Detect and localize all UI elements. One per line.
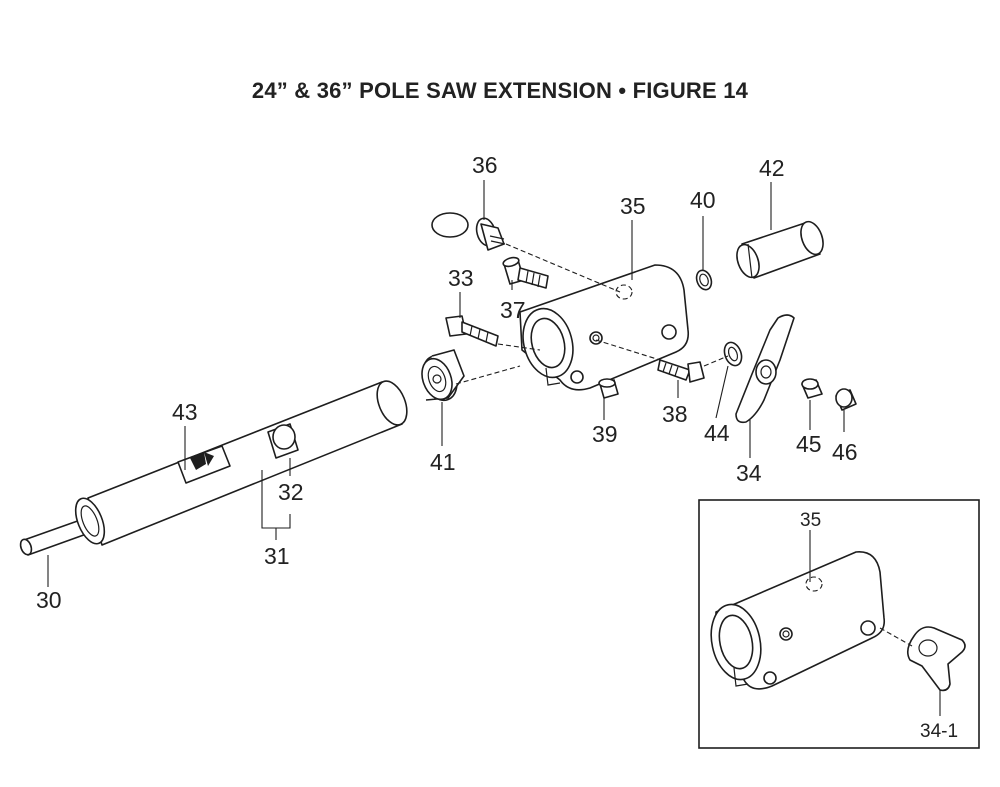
callout-37: 37 bbox=[500, 297, 526, 323]
callout-numbers: 30 31 32 33 34 35 36 37 38 39 40 41 42 4… bbox=[36, 152, 858, 613]
callout-43: 43 bbox=[172, 399, 198, 425]
callout-32: 32 bbox=[278, 479, 304, 505]
callout-44: 44 bbox=[704, 420, 730, 446]
part-45-nut bbox=[801, 378, 823, 399]
callout-39: 39 bbox=[592, 421, 618, 447]
part-42-sleeve bbox=[736, 220, 824, 279]
inset-detail: 35 34-1 bbox=[698, 499, 980, 749]
inset-callout-35: 35 bbox=[800, 510, 821, 531]
callout-35: 35 bbox=[620, 193, 646, 219]
callout-33: 33 bbox=[448, 265, 474, 291]
callout-46: 46 bbox=[832, 439, 858, 465]
inset-housing bbox=[710, 551, 886, 690]
part-43-label bbox=[177, 445, 231, 484]
callout-41: 41 bbox=[430, 449, 456, 475]
inset-callout-34-1: 34-1 bbox=[920, 721, 958, 742]
part-37-bolt bbox=[502, 256, 549, 289]
part-31-tube bbox=[74, 380, 408, 546]
leader-lines bbox=[47, 180, 845, 587]
callout-31: 31 bbox=[264, 543, 290, 569]
inset-knob-34-1 bbox=[906, 626, 966, 692]
callout-36: 36 bbox=[472, 152, 498, 178]
part-39-nut bbox=[598, 378, 619, 399]
assembly-lines bbox=[455, 243, 729, 385]
part-34-wing-knob bbox=[735, 314, 795, 424]
callout-40: 40 bbox=[690, 187, 716, 213]
part-32-button bbox=[267, 423, 299, 459]
part-44-washer bbox=[723, 341, 743, 367]
callout-45: 45 bbox=[796, 431, 822, 457]
figure-title: 24” & 36” POLE SAW EXTENSION • FIGURE 14 bbox=[251, 78, 749, 103]
callout-42: 42 bbox=[759, 155, 785, 181]
callout-38: 38 bbox=[662, 401, 688, 427]
part-41-bearing bbox=[421, 349, 465, 402]
part-35-housing bbox=[519, 264, 690, 391]
part-33-bolt bbox=[445, 315, 499, 347]
part-36-eyebolt bbox=[431, 212, 506, 251]
part-46-cap-nut bbox=[835, 388, 857, 411]
callout-30: 30 bbox=[36, 587, 62, 613]
part-40-ring bbox=[695, 269, 713, 291]
callout-34: 34 bbox=[736, 460, 762, 486]
part-38-bolt bbox=[657, 359, 705, 383]
